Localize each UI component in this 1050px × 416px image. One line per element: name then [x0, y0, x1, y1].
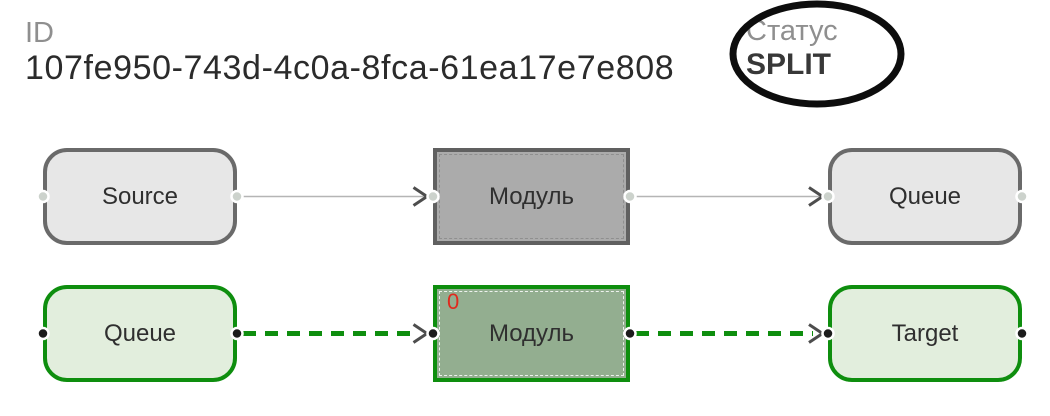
node-module-lower[interactable]: 0 Модуль [433, 285, 630, 382]
node-queue-lower-label: Queue [103, 319, 177, 347]
node-module-upper-label: Модуль [488, 182, 575, 210]
arrowhead-icon [412, 186, 430, 207]
node-target-label: Target [891, 319, 959, 347]
arrowhead-icon [808, 323, 826, 344]
status-label: Статус [746, 15, 838, 47]
node-module-upper[interactable]: Модуль [433, 148, 630, 245]
node-source[interactable]: Source [43, 148, 237, 245]
node-queue-upper-label: Queue [888, 182, 962, 210]
node-queue-lower[interactable]: Queue [43, 285, 237, 382]
arrowhead-icon [808, 186, 826, 207]
node-source-label: Source [101, 182, 179, 210]
arrowhead-icon [412, 323, 430, 344]
node-queue-upper[interactable]: Queue [828, 148, 1022, 245]
id-label: ID [25, 17, 54, 49]
node-module-lower-label: Модуль [488, 319, 575, 347]
queue-count-badge: 0 [447, 289, 460, 314]
node-target[interactable]: Target [828, 285, 1022, 382]
status-value: SPLIT [746, 48, 832, 81]
id-value: 107fe950-743d-4c0a-8fca-61ea17e7e808 [25, 49, 675, 87]
